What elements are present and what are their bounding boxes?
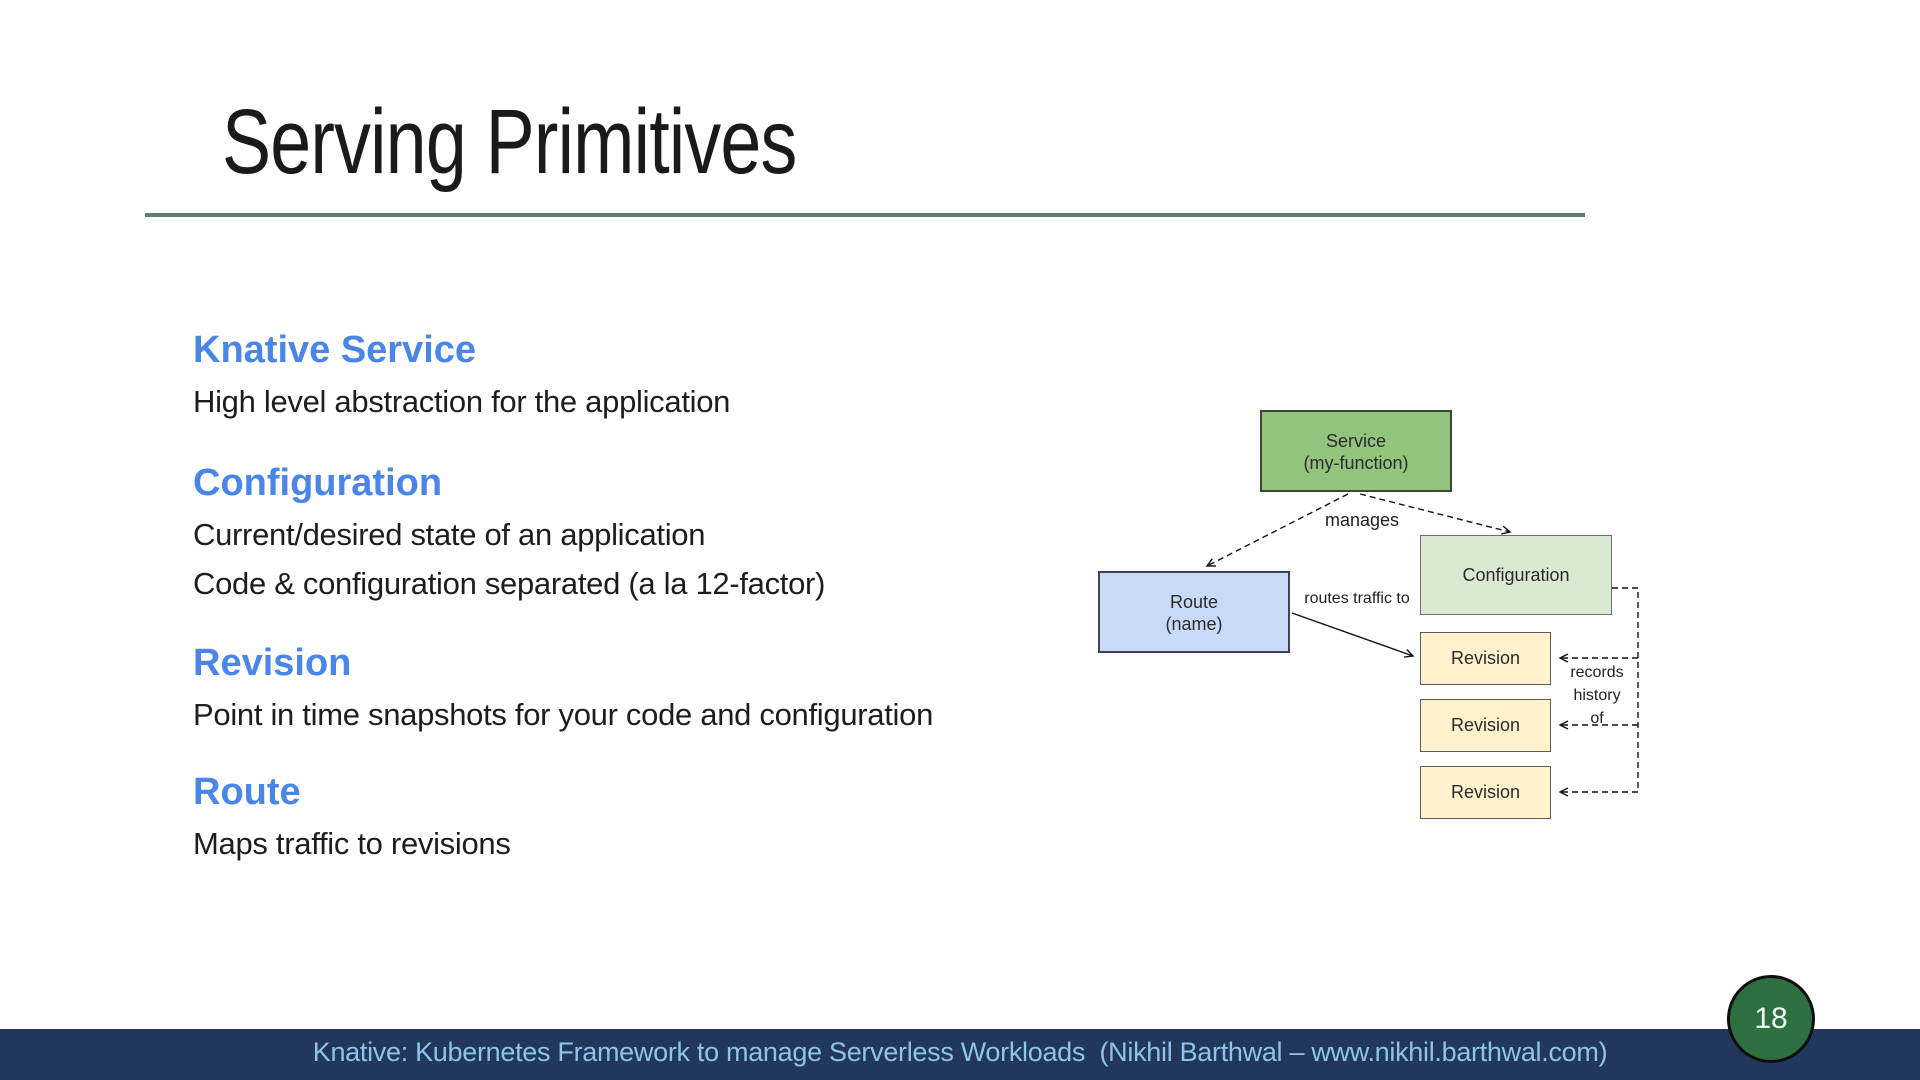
section-body-line: High level abstraction for the applicati… bbox=[193, 384, 731, 419]
section-knative-service: Knative Service High level abstraction f… bbox=[193, 325, 1113, 424]
section-body-line: Maps traffic to revisions bbox=[193, 826, 511, 861]
page-title: Serving Primitives bbox=[222, 91, 797, 193]
edge-label-records-history-of: records history of bbox=[1570, 664, 1624, 727]
page-number-badge: 18 bbox=[1727, 975, 1815, 1063]
section-configuration: Configuration Current/desired state of a… bbox=[193, 458, 1113, 606]
section-body-line: Current/desired state of an application bbox=[193, 517, 706, 552]
node-sublabel: (my-function) bbox=[1303, 453, 1409, 473]
node-label: Revision bbox=[1450, 648, 1521, 668]
diagram-node-configuration: Configuration bbox=[1420, 535, 1612, 615]
diagram-node-route: Route (name) bbox=[1098, 571, 1290, 653]
section-body-line: Code & configuration separated (a la 12-… bbox=[193, 566, 826, 601]
edge-route-to-revision bbox=[1291, 612, 1415, 658]
node-label: Route bbox=[1169, 592, 1219, 612]
section-route: Route Maps traffic to revisions bbox=[193, 767, 1113, 866]
diagram-node-revision-1: Revision bbox=[1420, 632, 1551, 685]
section-heading: Knative Service bbox=[193, 329, 477, 371]
footer-text: Knative: Kubernetes Framework to manage … bbox=[312, 1037, 1608, 1067]
section-body-line: Point in time snapshots for your code an… bbox=[193, 697, 934, 732]
edge-label-routes-traffic-to: routes traffic to bbox=[1304, 590, 1410, 607]
node-label: Configuration bbox=[1462, 565, 1570, 585]
section-heading: Route bbox=[193, 771, 301, 813]
section-heading: Configuration bbox=[193, 462, 443, 504]
edge-label-manages: manages bbox=[1324, 510, 1400, 530]
footer-bar: Knative: Kubernetes Framework to manage … bbox=[0, 1029, 1920, 1080]
title-underline bbox=[145, 213, 1585, 217]
node-label: Service bbox=[1325, 431, 1387, 451]
node-sublabel: (name) bbox=[1165, 614, 1223, 634]
node-label: Revision bbox=[1450, 715, 1521, 735]
section-heading: Revision bbox=[193, 642, 352, 684]
node-label: Revision bbox=[1450, 782, 1521, 802]
section-revision: Revision Point in time snapshots for you… bbox=[193, 638, 1113, 737]
diagram-node-revision-3: Revision bbox=[1420, 766, 1551, 819]
diagram-node-service: Service (my-function) bbox=[1260, 410, 1452, 492]
diagram-node-revision-2: Revision bbox=[1420, 699, 1551, 752]
